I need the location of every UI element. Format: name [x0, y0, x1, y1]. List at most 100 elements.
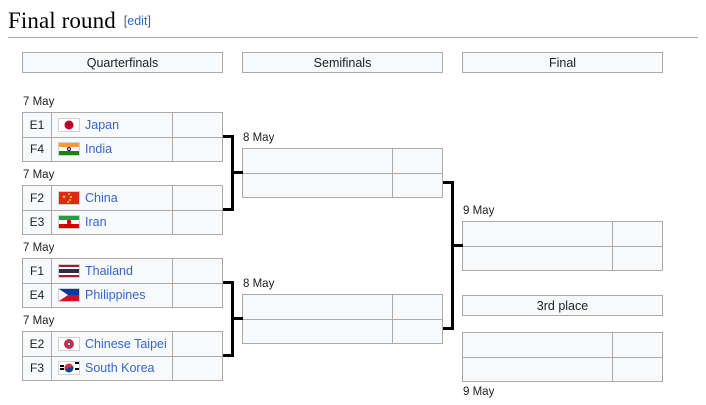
team-cell[interactable] — [243, 295, 393, 319]
team-name-link[interactable]: Iran — [85, 215, 107, 230]
round-header-quarterfinals: Quarterfinals — [22, 52, 223, 73]
date-label-qf1: 7 May — [23, 96, 55, 108]
match-row[interactable]: F3 South Korea — [23, 355, 222, 380]
match-row[interactable]: E4 Philippines — [23, 282, 222, 308]
match-row[interactable]: F4 India — [23, 136, 222, 162]
india-flag-icon — [58, 142, 80, 157]
match-final[interactable] — [462, 221, 663, 271]
seed-code: E4 — [23, 283, 52, 307]
team-name-link[interactable]: Philippines — [85, 288, 146, 303]
match-row[interactable] — [463, 333, 662, 357]
team-name-link[interactable]: Thailand — [85, 263, 133, 278]
match-semifinal-2[interactable] — [242, 294, 443, 344]
team-cell[interactable] — [243, 173, 393, 197]
iran-flag-icon — [58, 215, 80, 230]
match-row[interactable] — [243, 318, 442, 344]
match-row[interactable] — [463, 356, 662, 382]
japan-flag-icon — [58, 117, 80, 132]
round-header-third-place: 3rd place — [462, 295, 663, 316]
edit-link[interactable]: edit — [127, 14, 148, 28]
date-label-qf3: 7 May — [23, 242, 55, 254]
match-row[interactable]: E3 Iran — [23, 209, 222, 235]
seed-code: F2 — [23, 186, 52, 210]
score-cell — [393, 174, 442, 198]
team-name-link[interactable]: India — [85, 142, 113, 157]
score-cell — [393, 320, 442, 344]
team-cell[interactable]: China — [52, 186, 173, 210]
team-name-link[interactable]: China — [85, 190, 118, 205]
match-quarterfinal-4[interactable]: E2 Chinese Taipei F3 South Korea — [22, 331, 223, 381]
score-cell — [613, 358, 662, 382]
match-row[interactable]: E2 Chinese Taipei — [23, 332, 222, 356]
date-label-final: 9 May — [463, 205, 495, 217]
match-row[interactable] — [243, 295, 442, 319]
match-row[interactable]: F1 Thailand — [23, 259, 222, 283]
score-cell — [393, 149, 442, 173]
match-semifinal-1[interactable] — [242, 148, 443, 198]
team-cell[interactable]: Thailand — [52, 259, 173, 283]
team-name-link[interactable]: South Korea — [85, 361, 155, 376]
seed-code: E2 — [23, 332, 52, 356]
team-cell[interactable] — [463, 357, 613, 381]
page-title: Final round — [8, 8, 116, 33]
match-quarterfinal-3[interactable]: F1 Thailand E4 Philippines — [22, 258, 223, 308]
edit-bracket-close: ] — [147, 14, 151, 28]
score-cell — [173, 284, 222, 308]
date-label-sf1: 8 May — [243, 132, 275, 144]
match-row[interactable]: E1 Japan — [23, 113, 222, 137]
score-cell — [173, 211, 222, 235]
round-header-final: Final — [462, 52, 663, 73]
connector-sf1-out — [443, 181, 454, 184]
team-cell[interactable] — [243, 319, 393, 343]
score-cell — [173, 186, 222, 210]
team-cell[interactable]: Chinese Taipei — [52, 332, 173, 356]
connector-spine-sf1-in — [231, 171, 243, 174]
philippines-flag-icon — [58, 288, 80, 303]
connector-sf2-out — [443, 327, 454, 330]
match-third-place[interactable] — [462, 332, 663, 382]
seed-code: F1 — [23, 259, 52, 283]
connector-qf1-out — [223, 135, 234, 138]
team-name-link[interactable]: Chinese Taipei — [85, 336, 167, 351]
match-row[interactable] — [463, 222, 662, 246]
match-row[interactable] — [243, 149, 442, 173]
score-cell — [393, 295, 442, 319]
score-cell — [173, 259, 222, 283]
score-cell — [613, 247, 662, 271]
seed-code: F3 — [23, 356, 52, 380]
date-label-third-place: 9 May — [463, 386, 495, 398]
match-row[interactable]: F2 China — [23, 186, 222, 210]
seed-code: E1 — [23, 113, 52, 137]
connector-qf4-out — [223, 354, 234, 357]
score-cell — [173, 332, 222, 356]
page-heading: Final round [edit] — [8, 8, 698, 38]
team-cell[interactable]: Iran — [52, 210, 173, 234]
team-cell[interactable] — [463, 333, 613, 357]
team-cell[interactable]: India — [52, 137, 173, 161]
team-name-link[interactable]: Japan — [85, 117, 120, 132]
match-row[interactable] — [243, 172, 442, 198]
connector-spine-sf2-in — [231, 317, 243, 320]
team-cell[interactable] — [463, 222, 613, 246]
team-cell[interactable]: Philippines — [52, 283, 173, 307]
team-cell[interactable] — [243, 149, 393, 173]
score-cell — [173, 138, 222, 162]
team-cell[interactable] — [463, 246, 613, 270]
round-header-semifinals: Semifinals — [242, 52, 443, 73]
seed-code: E3 — [23, 210, 52, 234]
connector-spine-final-in — [451, 244, 463, 247]
date-label-qf2: 7 May — [23, 169, 55, 181]
team-cell[interactable]: South Korea — [52, 356, 173, 380]
south-korea-flag-icon — [58, 361, 80, 376]
match-quarterfinal-2[interactable]: F2 China E3 Iran — [22, 185, 223, 235]
connector-qf2-out — [223, 208, 234, 211]
match-row[interactable] — [463, 245, 662, 271]
team-cell[interactable]: Japan — [52, 113, 173, 137]
match-quarterfinal-1[interactable]: E1 Japan F4 India — [22, 112, 223, 162]
edit-bracket-open: [ — [123, 14, 128, 28]
score-cell — [613, 333, 662, 357]
thailand-flag-icon — [58, 263, 80, 278]
chinese-taipei-flag-icon — [58, 336, 80, 351]
china-flag-icon — [58, 190, 80, 205]
